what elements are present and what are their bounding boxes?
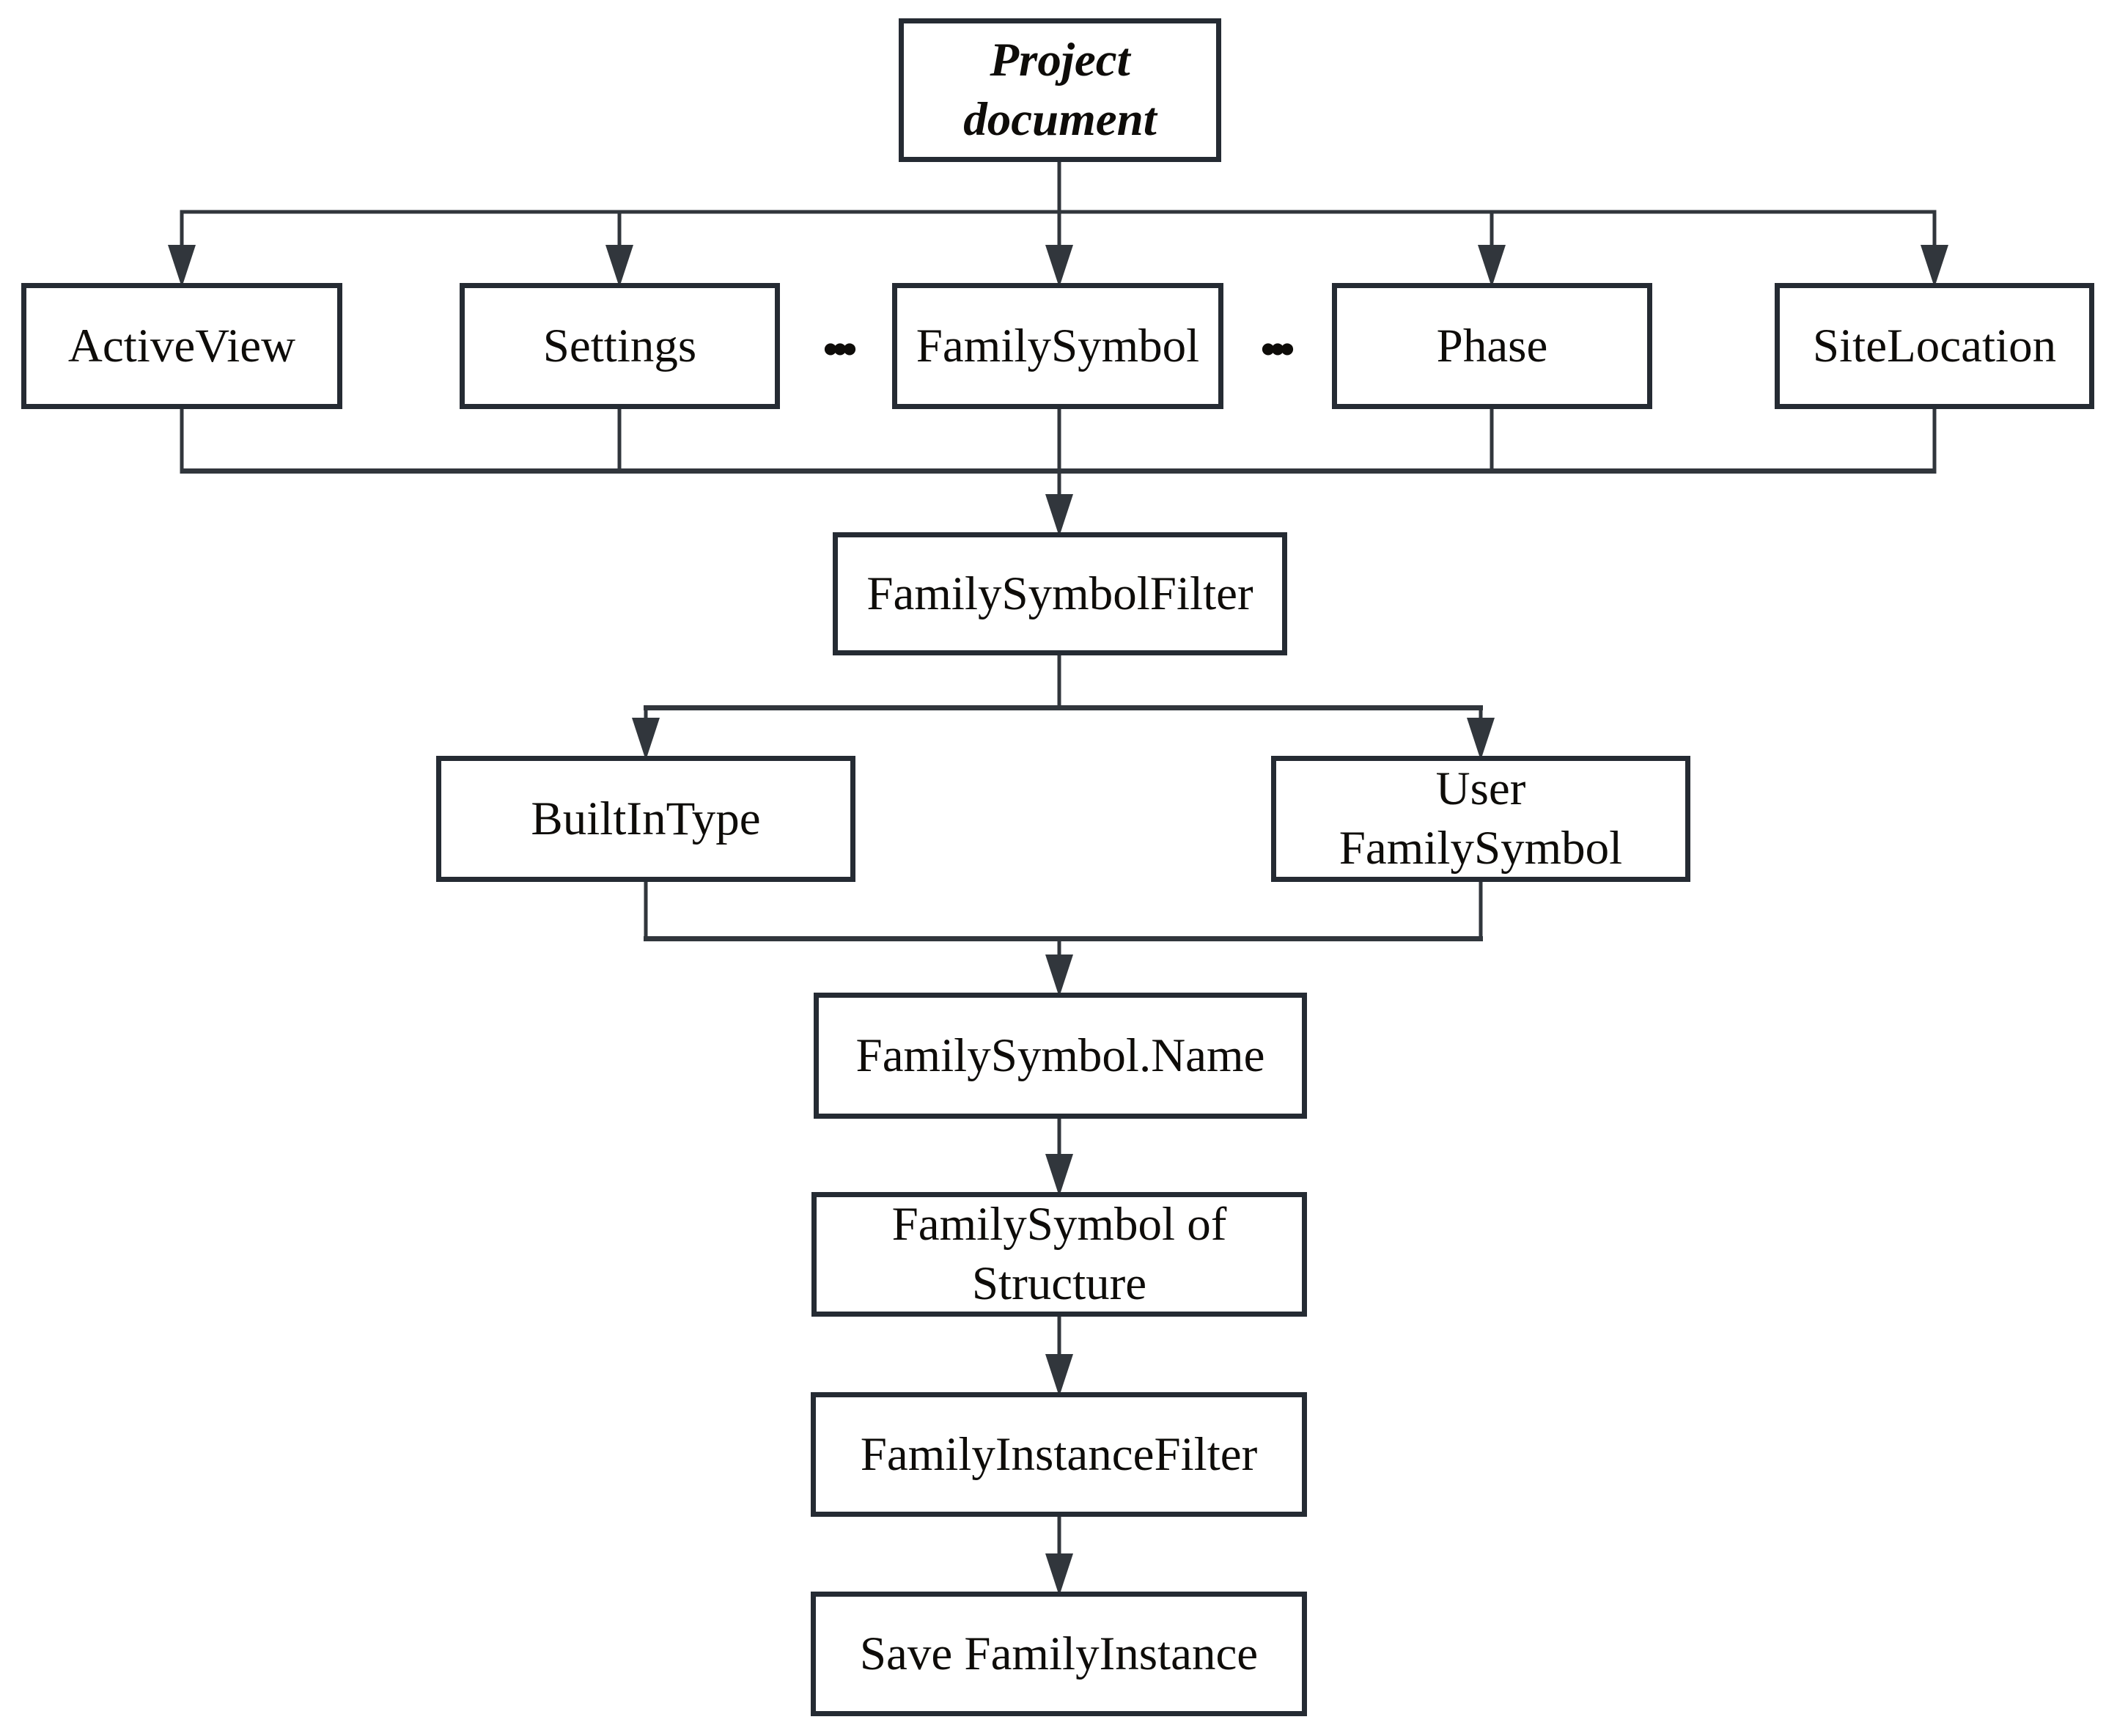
arrowhead-settings — [605, 245, 633, 287]
node-built-in-type: BuiltInType — [436, 756, 855, 882]
node-project-document: Project document — [899, 18, 1221, 162]
node-family-symbol-name: FamilySymbol.Name — [814, 993, 1307, 1119]
arrowhead-family-symbol — [1045, 245, 1073, 287]
node-active-view: ActiveView — [21, 283, 342, 409]
ellipsis-right: ... — [1259, 289, 1297, 370]
node-settings: Settings — [460, 283, 780, 409]
node-save-family-instance: Save FamilyInstance — [811, 1592, 1307, 1716]
arrowhead-built-in-type — [632, 718, 660, 760]
connector-merge-drops — [644, 882, 1483, 959]
node-family-symbol-filter: FamilySymbolFilter — [833, 532, 1287, 655]
node-user-family-symbol: User FamilySymbol — [1271, 756, 1690, 882]
ellipsis-left: ... — [821, 289, 859, 370]
connector-top-distribution — [180, 161, 1937, 249]
arrowhead-user-family-symbol — [1467, 718, 1495, 760]
arrowhead-family-symbol-filter — [1045, 494, 1073, 537]
arrowhead-family-instance-filter — [1045, 1354, 1073, 1397]
arrowhead-site-location — [1921, 245, 1948, 287]
node-family-symbol: FamilySymbol — [892, 283, 1223, 409]
node-family-symbol-of-structure: FamilySymbol of Structure — [811, 1192, 1307, 1317]
arrowhead-family-symbol-of-structure — [1045, 1154, 1073, 1196]
arrowhead-family-symbol-name — [1045, 955, 1073, 997]
connector-row2-drops — [180, 408, 1937, 499]
connector-split-drops — [644, 655, 1483, 722]
node-phase: Phase — [1332, 283, 1652, 409]
arrowhead-phase — [1478, 245, 1506, 287]
arrowhead-active-view — [168, 245, 196, 287]
arrowhead-save-family-instance — [1045, 1553, 1073, 1596]
node-site-location: SiteLocation — [1775, 283, 2094, 409]
node-family-instance-filter: FamilyInstanceFilter — [811, 1392, 1307, 1517]
